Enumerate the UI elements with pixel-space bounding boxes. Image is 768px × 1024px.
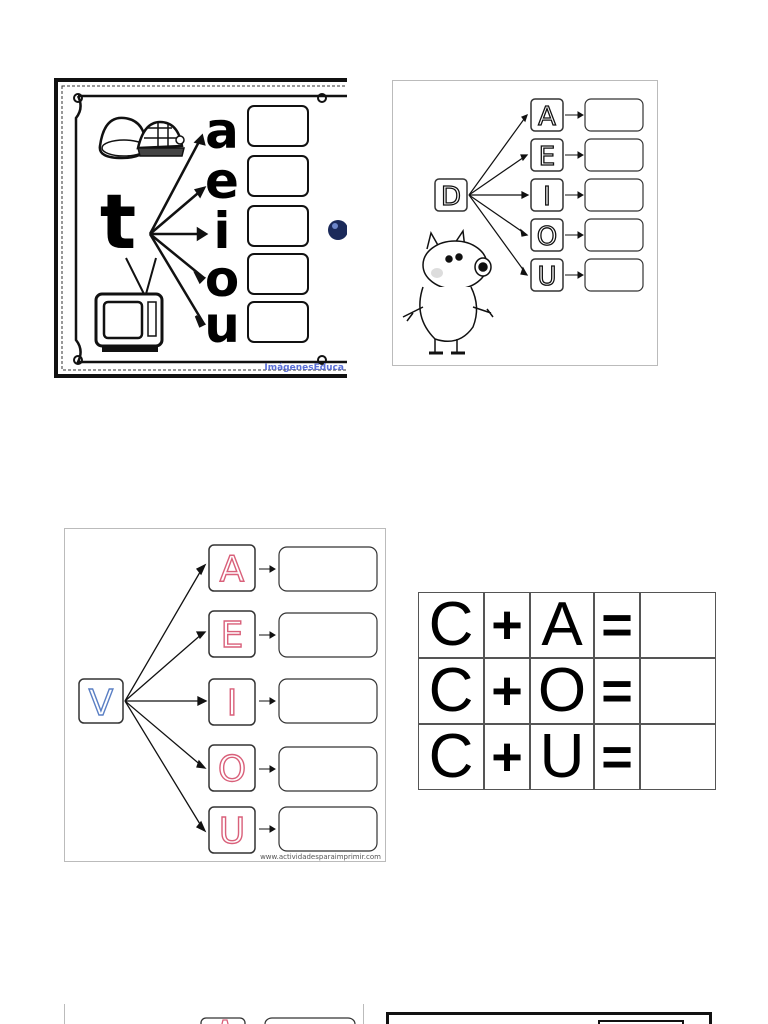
answer-box[interactable] xyxy=(278,612,378,658)
small-arrows xyxy=(565,111,584,279)
consonant-letter: t xyxy=(100,177,136,266)
vowel-letter: a xyxy=(205,102,239,160)
answer-box[interactable] xyxy=(584,258,644,292)
answer-box[interactable] xyxy=(247,205,309,247)
vowel-letter: u xyxy=(204,296,240,354)
worksheet-v-drawing: V A E I O U xyxy=(78,544,381,861)
worksheet-partial-bottom-right xyxy=(386,1012,712,1024)
answer-boxes[interactable] xyxy=(247,105,309,343)
vowel-letter: O xyxy=(537,222,557,252)
vowel-letter: A xyxy=(220,549,245,590)
tv-icon xyxy=(94,257,164,352)
vowel-letter: U xyxy=(219,811,245,852)
vowel-letter: U xyxy=(537,262,556,292)
marble-icon xyxy=(328,220,347,240)
credit-text: www.actividadesparaimprimir.com xyxy=(260,853,381,861)
vowel-letter: A xyxy=(538,102,556,132)
worksheet-d-drawing: D A E I O U xyxy=(402,98,644,355)
answer-box[interactable] xyxy=(584,178,644,212)
vowel-letter: E xyxy=(539,142,555,172)
consonant-cell: C xyxy=(418,658,484,724)
vowel-column: A E I O U xyxy=(208,544,256,854)
answer-box[interactable] xyxy=(247,301,309,343)
worksheet-t-drawing: t a e i o u xyxy=(54,78,347,378)
vowel-cell: A xyxy=(530,592,594,658)
connector-arrows xyxy=(124,563,208,833)
plus-sign: + xyxy=(484,592,530,658)
connector-arrows xyxy=(148,133,209,328)
answer-cell[interactable] xyxy=(640,724,716,790)
answer-cell[interactable] xyxy=(640,592,716,658)
connector-arrows xyxy=(468,113,530,276)
equals-sign: = xyxy=(594,724,640,790)
equals-sign: = xyxy=(594,592,640,658)
answer-box[interactable] xyxy=(247,155,309,197)
turtle-icon xyxy=(136,120,185,157)
worksheet-letter-d: D A E I O U xyxy=(392,80,658,366)
answer-box[interactable] xyxy=(247,253,309,295)
answer-box[interactable] xyxy=(584,98,644,132)
worksheet-partial-bottom-left xyxy=(64,1004,364,1024)
vowel-letter: I xyxy=(227,683,238,724)
equals-sign: = xyxy=(594,658,640,724)
plus-sign: + xyxy=(484,658,530,724)
small-arrows xyxy=(259,565,276,833)
answer-box[interactable] xyxy=(584,218,644,252)
vowel-column: A E I O U xyxy=(530,98,564,293)
answer-box[interactable] xyxy=(278,806,378,852)
dog-character-icon xyxy=(402,228,494,355)
vowel-cell: O xyxy=(530,658,594,724)
consonant-box xyxy=(434,178,468,212)
credit-text: ImágenesEduca xyxy=(264,363,344,373)
answer-cell[interactable] xyxy=(640,658,716,724)
vowel-letter: I xyxy=(543,182,551,212)
answer-box[interactable] xyxy=(247,105,309,147)
syllable-table-c: C + A = C + O = C + U = xyxy=(418,592,722,792)
answer-box[interactable] xyxy=(278,746,378,792)
worksheet-letter-t: t a e i o u xyxy=(54,78,347,380)
vowel-letter: E xyxy=(221,615,244,656)
vowel-letter: O xyxy=(218,749,246,790)
answer-boxes[interactable] xyxy=(278,546,378,852)
vowel-letter: e xyxy=(205,152,239,210)
consonant-box xyxy=(78,678,124,724)
answer-box[interactable] xyxy=(278,678,378,724)
answer-box[interactable] xyxy=(584,138,644,172)
syllable-grid: C + A = C + O = C + U = xyxy=(418,592,716,790)
vowel-letter: o xyxy=(205,250,239,308)
answer-box[interactable] xyxy=(278,546,378,592)
vowel-cell: U xyxy=(530,724,594,790)
consonant-letter: D xyxy=(441,182,461,212)
plus-sign: + xyxy=(484,724,530,790)
vowel-letter: i xyxy=(213,202,230,260)
consonant-cell: C xyxy=(418,592,484,658)
worksheet-letter-v: V A E I O U xyxy=(64,528,386,862)
consonant-letter: V xyxy=(89,683,114,724)
answer-boxes[interactable] xyxy=(584,98,644,292)
vowel-column: a e i o u xyxy=(204,102,240,354)
consonant-cell: C xyxy=(418,724,484,790)
